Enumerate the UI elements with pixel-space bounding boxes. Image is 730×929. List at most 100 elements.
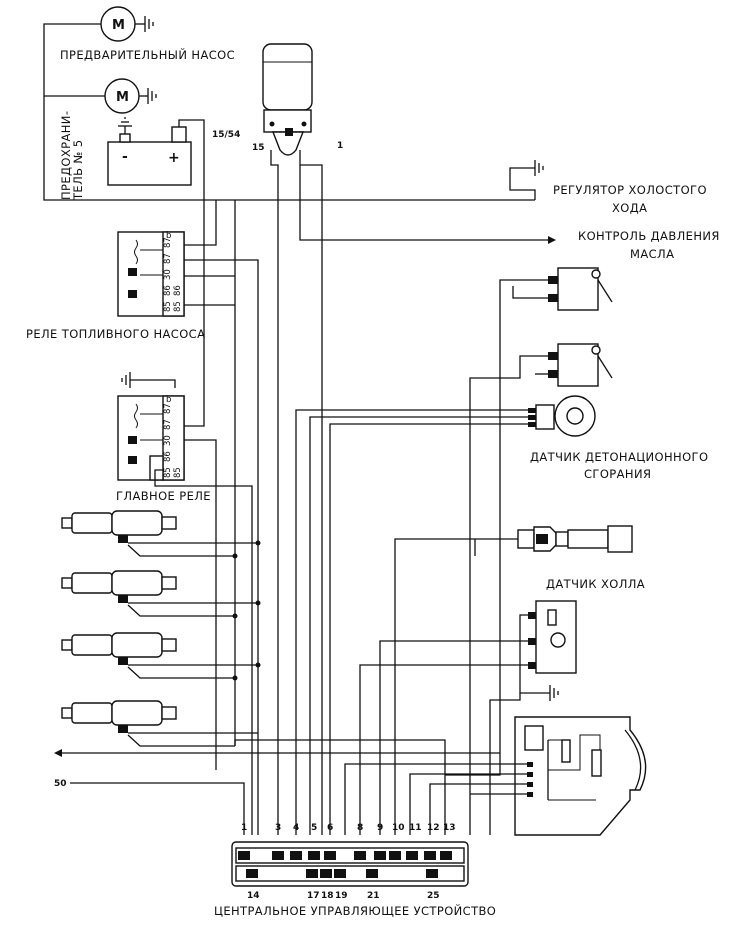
hall-sensor-label: ДАТЧИК ХОЛЛА — [546, 577, 645, 591]
svg-text:85: 85 — [173, 467, 183, 478]
ecu-pin-12-label: 12 — [427, 823, 440, 833]
battery-plus: + — [168, 150, 180, 166]
ecu-pin-19-label: 19 — [335, 891, 348, 901]
ecu-pin-19 — [334, 869, 346, 878]
svg-text:87: 87 — [163, 237, 173, 248]
ecu-pin-5-label: 5 — [311, 823, 317, 833]
svg-text:b: b — [166, 395, 171, 405]
ecu-pin-9 — [374, 851, 386, 860]
fuel-relay-label: РЕЛЕ ТОПЛИВНОГО НАСОСА — [26, 327, 205, 341]
ecu-pin-10-label: 10 — [392, 823, 405, 833]
ecu-pin-25 — [426, 869, 438, 878]
svg-text:87: 87 — [163, 253, 173, 264]
ecu-pin-18-label: 18 — [321, 891, 334, 901]
ground-icon — [534, 160, 544, 176]
idle-regulator-label-2: ХОДА — [612, 201, 647, 215]
injector-icon — [61, 510, 177, 543]
prepump-motor: M — [100, 6, 154, 42]
ecu-connector-icon — [231, 841, 469, 887]
battery-minus: - — [122, 149, 128, 165]
ecu-pin-21 — [366, 869, 378, 878]
ecu-label: ЦЕНТРАЛЬНОЕ УПРАВЛЯЮЩЕЕ УСТРОЙСТВО — [214, 903, 496, 918]
svg-text:85: 85 — [163, 301, 173, 312]
ecu-pin-9-label: 9 — [377, 823, 383, 833]
oil-pressure-label: КОНТРОЛЬ ДАВЛЕНИЯ — [578, 229, 720, 243]
main-relay — [117, 395, 185, 481]
battery-icon — [107, 141, 192, 186]
battery: - + — [107, 117, 192, 186]
temperature-sensor-icon — [517, 525, 633, 553]
svg-text:87: 87 — [163, 403, 173, 414]
ecu-pin-8-label: 8 — [357, 823, 363, 833]
ground-icon — [121, 372, 150, 388]
main-relay-label: ГЛАВНОЕ РЕЛЕ — [116, 489, 211, 503]
ecu-pin-25-label: 25 — [427, 891, 440, 901]
ecu-pin-1 — [238, 851, 250, 860]
ecu-pin-11-label: 11 — [409, 823, 422, 833]
svg-text:85: 85 — [173, 301, 183, 312]
fuse-label: ПРЕДОХРАНИ- ТЕЛЬ № 5 — [59, 111, 85, 201]
ecu-pin-3 — [272, 851, 284, 860]
injector-icon — [61, 700, 177, 733]
oil-pressure-label-2: МАСЛА — [630, 247, 674, 261]
injector-4 — [61, 700, 177, 733]
injector-3 — [61, 632, 177, 665]
fuel-pump-motor: M — [104, 78, 157, 114]
prepump-label: ПРЕДВАРИТЕЛЬНЫЙ НАСОС — [60, 47, 235, 62]
ecu-pin-14-label: 14 — [247, 891, 260, 901]
idle-regulator-label: РЕГУЛЯТОР ХОЛОСТОГО — [553, 183, 707, 197]
ecu-pin-4 — [290, 851, 302, 860]
ecu-pin-11 — [406, 851, 418, 860]
ecu-pin-13-label: 13 — [443, 823, 456, 833]
ecu-pin-17-label: 17 — [307, 891, 320, 901]
svg-text:86: 86 — [173, 285, 183, 296]
ecu-pin-4-label: 4 — [293, 823, 299, 833]
main-relay-pins: 85 86 30 87 87 b 85 — [163, 395, 183, 478]
svg-text:85: 85 — [163, 467, 173, 478]
terminal-50: 50 — [54, 779, 67, 789]
svg-text:ТЕЛЬ № 5: ТЕЛЬ № 5 — [71, 139, 85, 201]
ecu-pin-3-label: 3 — [275, 823, 281, 833]
injector-1 — [61, 510, 177, 543]
motor-symbol: M — [116, 90, 129, 105]
ecu-pin-12 — [424, 851, 436, 860]
terminal-15-54: 15/54 — [212, 130, 240, 140]
injector-icon — [61, 570, 177, 603]
temperature-switch-2 — [548, 343, 613, 387]
motor-symbol: M — [112, 18, 125, 33]
airflow-meter-icon — [514, 716, 647, 836]
ground-icon — [118, 117, 132, 134]
ground-icon — [135, 16, 154, 32]
ecu-pin-17 — [306, 869, 318, 878]
knock-sensor-label: ДАТЧИК ДЕТОНАЦИОННОГО — [530, 450, 708, 464]
ecu-pin-18 — [320, 869, 332, 878]
ecu-pin-13 — [440, 851, 452, 860]
ecu-pin-21-label: 21 — [367, 891, 380, 901]
svg-text:30: 30 — [163, 435, 173, 446]
fuel-relay-pins: 85 86 30 87 87 b 85 86 — [163, 231, 183, 312]
ground-icon — [549, 685, 559, 701]
ecu-pin-6 — [324, 851, 336, 860]
terminal-1: 1 — [337, 141, 343, 151]
svg-text:87: 87 — [163, 419, 173, 430]
svg-text:b: b — [166, 231, 171, 241]
svg-text:30: 30 — [163, 269, 173, 280]
ecu-pin-1-label: 1 — [241, 823, 247, 833]
svg-text:86: 86 — [163, 285, 173, 296]
injector-icon — [61, 632, 177, 665]
svg-text:86: 86 — [163, 451, 173, 462]
temperature-switch-1 — [548, 267, 613, 311]
knock-sensor-label-2: СГОРАНИЯ — [584, 467, 651, 481]
terminal-15: 15 — [252, 143, 265, 153]
ecu-pin-14 — [246, 869, 258, 878]
ecu-pin-6-label: 6 — [327, 823, 333, 833]
ignition-coil-icon — [262, 43, 313, 156]
ground-icon — [139, 88, 157, 104]
ecu-pin-10 — [389, 851, 401, 860]
svg-text:ПРЕДОХРАНИ-: ПРЕДОХРАНИ- — [59, 111, 73, 200]
knock-sensor-icon — [528, 395, 596, 437]
ecu-pin-5 — [308, 851, 320, 860]
